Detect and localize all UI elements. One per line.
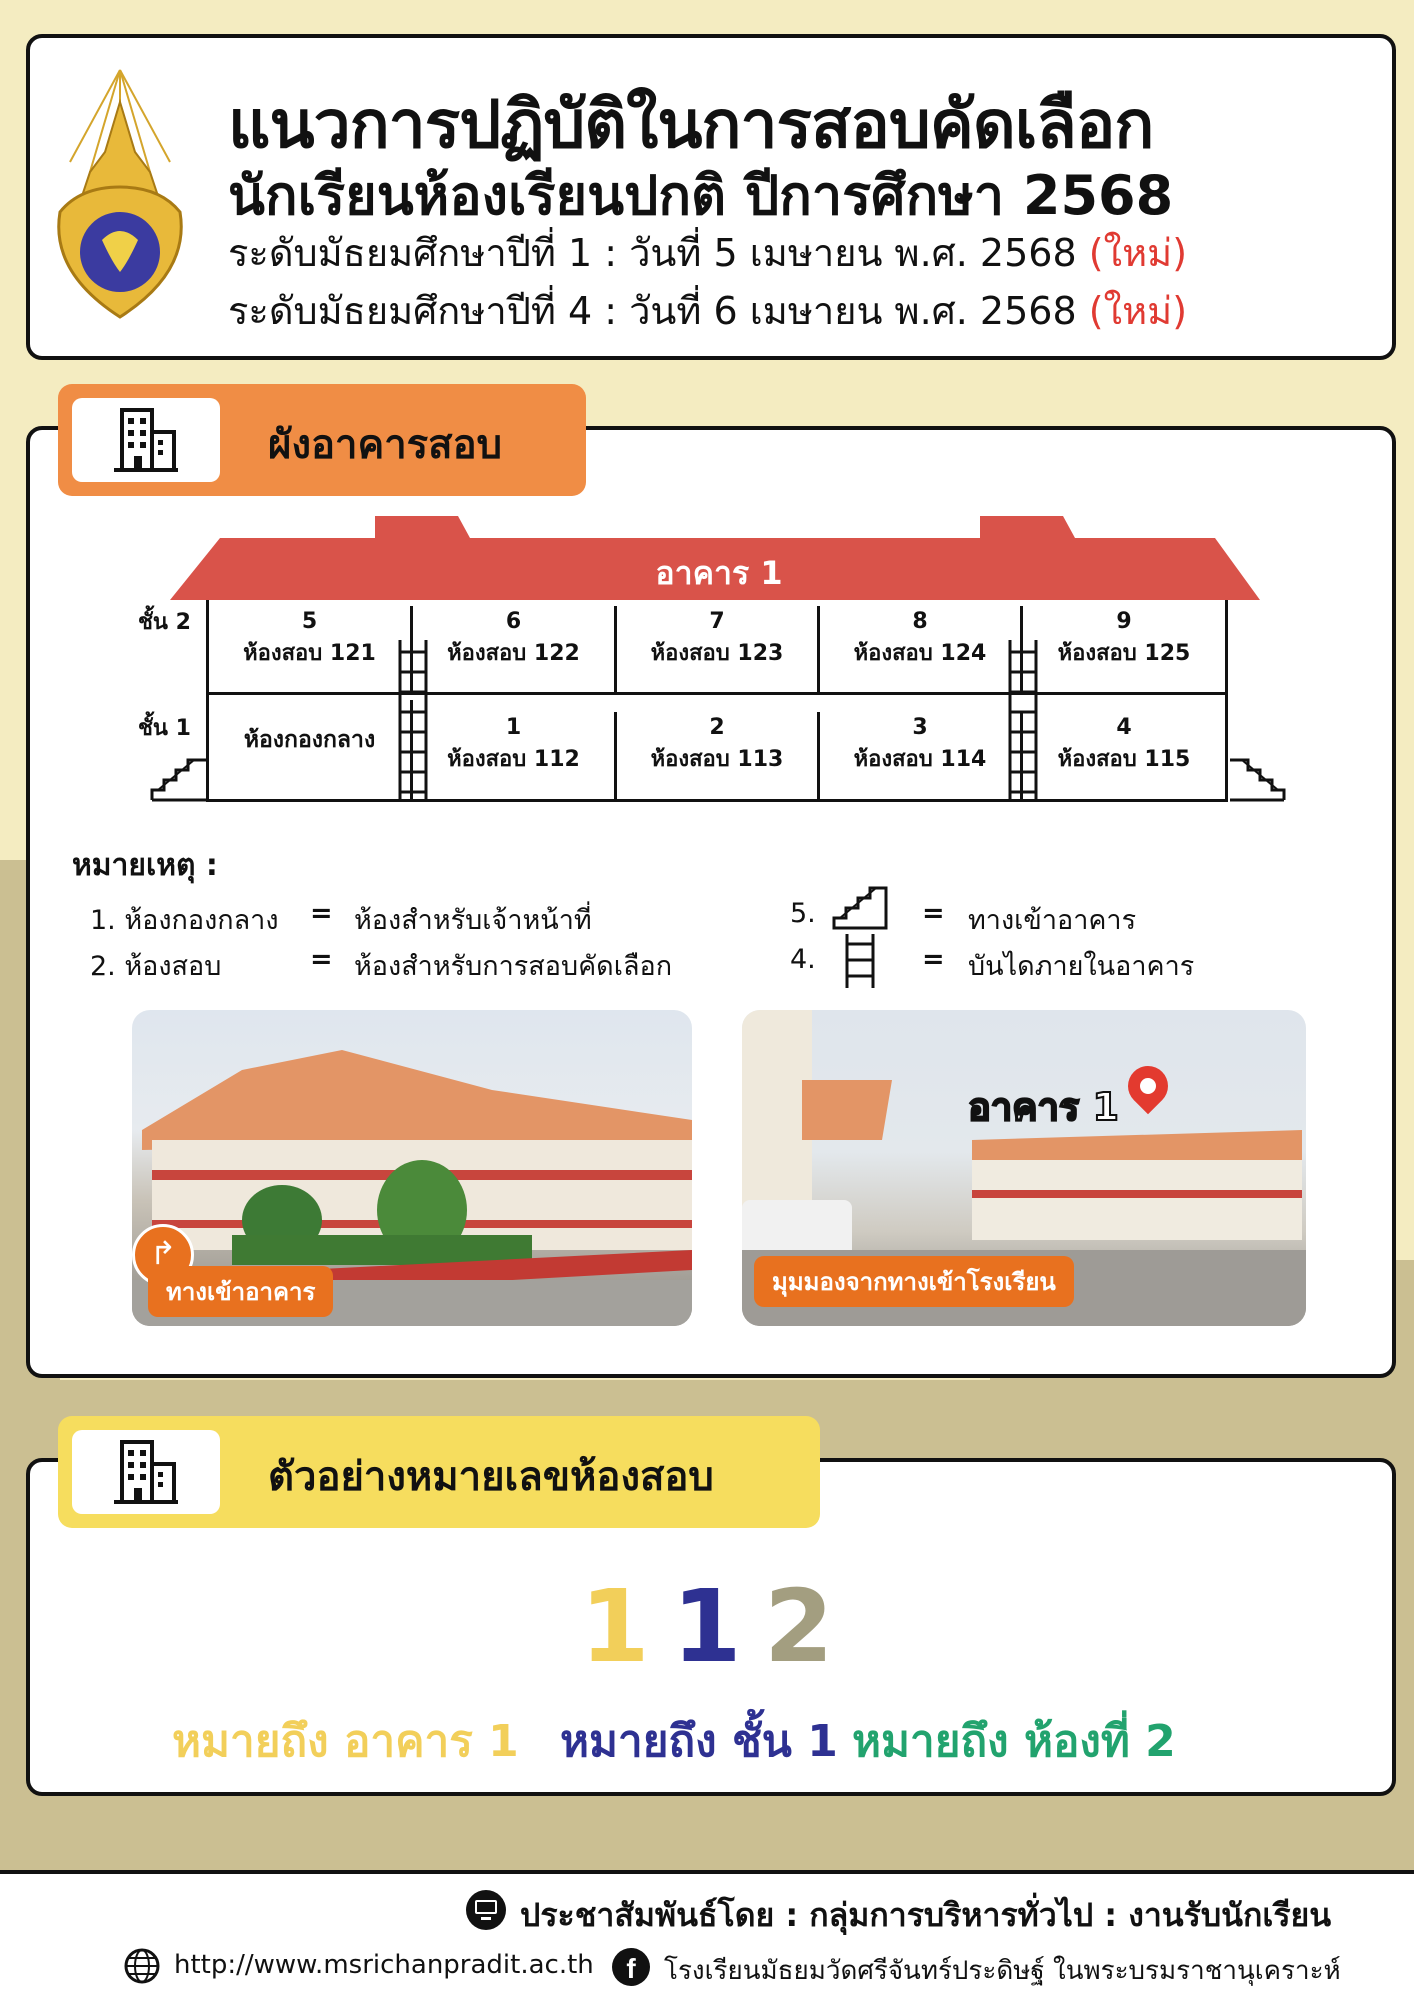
entrance-stairs-icon [832, 886, 888, 930]
photo-caption: ทางเข้าอาคาร [148, 1266, 334, 1317]
room-meaning: หมายถึง ห้องที่ 2 [852, 1716, 1176, 1767]
room-name: ห้องสอบ 113 [650, 747, 784, 772]
footer-background [0, 1874, 1414, 2000]
room-name: ห้องสอบ 123 [650, 641, 784, 666]
legend-title: หมายเหตุ : [72, 848, 218, 883]
room-digit: 2 [764, 1568, 834, 1685]
building-name: อาคาร 1 [655, 554, 783, 592]
room-number: 7 [709, 609, 725, 634]
globe-icon [124, 1948, 160, 1984]
school-logo [57, 69, 183, 319]
pr-credit: ประชาสัมพันธ์โดย : กลุ่มการบริหารทั่วไป … [520, 1896, 1332, 1934]
building-icon [72, 398, 220, 482]
stair-ladder-icon [1008, 640, 1038, 802]
facebook-icon: f [612, 1948, 650, 1986]
room-number: 8 [912, 609, 928, 634]
header-card [26, 34, 1396, 360]
legend-equals: = [922, 898, 945, 929]
exam-room-cell: 5 ห้องสอบ 121 [209, 606, 413, 692]
room-name: ห้องสอบ 125 [1057, 641, 1191, 666]
room-name: ห้องสอบ 112 [447, 747, 580, 772]
schedule-text: ระดับมัธยมศึกษาปีที่ 4 : วันที่ 6 เมษายน… [228, 289, 1077, 333]
building-digit: 1 [580, 1568, 650, 1685]
room-number: 4 [1116, 715, 1132, 740]
room-name: ห้องสอบ 114 [853, 747, 987, 772]
legend-value: ห้องสำหรับเจ้าหน้าที่ [354, 905, 592, 936]
floor-2-label: ชั้น 2 [138, 610, 191, 635]
schedule-text: ระดับมัธยมศึกษาปีที่ 1 : วันที่ 5 เมษายน… [228, 231, 1077, 275]
building-plan-tab-label: ผังอาคารสอบ [268, 422, 502, 468]
website-link[interactable]: http://www.msrichanpradit.ac.th [174, 1950, 594, 1980]
legend-key: 2. ห้องสอบ [90, 951, 222, 982]
page-title: แนวการปฏิบัติในการสอบคัดเลือก [228, 86, 1154, 163]
photo-caption: มุมมองจากทางเข้าโรงเรียน [754, 1256, 1074, 1307]
legend-value: ห้องสำหรับการสอบคัดเลือก [354, 951, 673, 982]
room-name: ห้องกองกลาง [243, 727, 376, 753]
room-number: 5 [301, 609, 318, 634]
monitor-icon [466, 1890, 506, 1930]
photo-building-label: อาคาร 1 [967, 1084, 1120, 1130]
legend-equals: = [310, 944, 333, 975]
new-tag: (ใหม่) [1088, 231, 1188, 275]
exam-room-cell: 6 ห้องสอบ 122 [413, 606, 617, 692]
room-number: 1 [505, 715, 522, 740]
footer-divider [0, 1870, 1414, 1874]
redirect-arrow-icon: ↱ [132, 1224, 194, 1286]
floor-meaning: หมายถึง ชั้น 1 [560, 1716, 838, 1767]
floor-divider [209, 692, 1225, 695]
facebook-page-link[interactable]: โรงเรียนมัธยมวัดศรีจันทร์ประดิษฐ์ ในพระบ… [664, 1956, 1341, 1986]
stair-ladder-icon [845, 934, 875, 988]
schedule-line-2: ระดับมัธยมศึกษาปีที่ 4 : วันที่ 6 เมษายน… [228, 280, 1187, 341]
exam-room-cell: 2 ห้องสอบ 113 [617, 712, 820, 799]
room-number: 6 [505, 609, 522, 634]
room-number-example-tab: ตัวอย่างหมายเลขห้องสอบ [58, 1416, 820, 1528]
entrance-stairs-icon [1230, 758, 1286, 802]
legend-key: 1. ห้องกองกลาง [90, 905, 279, 936]
exam-room-cell: 7 ห้องสอบ 123 [617, 606, 820, 692]
building-entrance-photo: ↱ ทางเข้าอาคาร [132, 1010, 692, 1326]
stair-ladder-icon [398, 640, 428, 802]
exam-room-cell: 8 ห้องสอบ 124 [820, 606, 1023, 692]
entrance-stairs-icon [150, 758, 206, 802]
floor-1-label: ชั้น 1 [138, 716, 191, 741]
building-icon [72, 1430, 220, 1514]
legend-key: 4. [790, 944, 816, 975]
legend-value: บันไดภายในอาคาร [968, 951, 1195, 982]
room-number: 9 [1116, 609, 1132, 634]
schedule-line-1: ระดับมัธยมศึกษาปีที่ 1 : วันที่ 5 เมษายน… [228, 222, 1187, 283]
page-subtitle: นักเรียนห้องเรียนปกติ ปีการศึกษา 2568 [228, 164, 1174, 227]
room-name: ห้องสอบ 121 [243, 641, 376, 666]
room-name: ห้องสอบ 124 [853, 641, 987, 666]
room-number: 2 [709, 715, 725, 740]
room-number-example-tab-label: ตัวอย่างหมายเลขห้องสอบ [268, 1454, 714, 1500]
legend-equals: = [922, 944, 945, 975]
exam-room-cell: 9 ห้องสอบ 125 [1023, 606, 1225, 692]
legend-equals: = [310, 898, 333, 929]
legend-key: 5. [790, 898, 816, 929]
central-office-cell: ห้องกองกลาง [209, 700, 413, 799]
building-plan-tab: ผังอาคารสอบ [58, 384, 586, 496]
floor-digit: 1 [672, 1568, 742, 1685]
floor-plan-grid [206, 600, 1228, 802]
school-view-photo: อาคาร 1 มุมมองจากทางเข้าโรงเรียน [742, 1010, 1306, 1326]
room-name: ห้องสอบ 115 [1057, 747, 1191, 772]
exam-room-cell: 4 ห้องสอบ 115 [1023, 712, 1225, 799]
building-meaning: หมายถึง อาคาร 1 [172, 1716, 519, 1767]
legend-value: ทางเข้าอาคาร [968, 905, 1137, 936]
new-tag: (ใหม่) [1088, 289, 1188, 333]
exam-room-cell: 1 ห้องสอบ 112 [413, 712, 617, 799]
exam-room-cell: 3 ห้องสอบ 114 [820, 712, 1023, 799]
room-number: 3 [912, 715, 928, 740]
building-roof [170, 516, 1260, 600]
room-name: ห้องสอบ 122 [447, 641, 580, 666]
